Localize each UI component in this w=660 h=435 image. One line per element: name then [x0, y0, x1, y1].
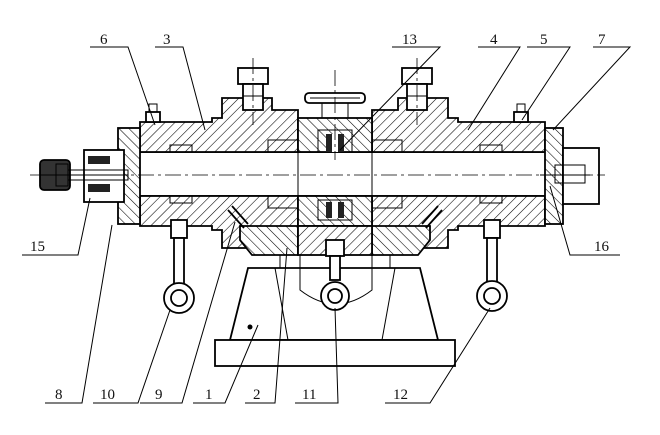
- main-shaft: [104, 151, 561, 197]
- callout-1: 1: [205, 387, 213, 403]
- callout-6: 6: [100, 32, 108, 48]
- screw-right-top: [513, 103, 529, 123]
- top-nozzle-right: [401, 58, 433, 125]
- callout-15: 15: [30, 239, 45, 255]
- callout-2: 2: [253, 387, 261, 403]
- leader-lines: [22, 46, 632, 404]
- central-gear-block: [297, 70, 373, 227]
- seal-right: [421, 205, 443, 229]
- callout-4: 4: [490, 32, 498, 48]
- callout-labels: 6 3 13 4 5 7 15 16 8 10 9 1 2 11 12: [30, 32, 610, 403]
- callout-8: 8: [55, 387, 63, 403]
- callout-13: 13: [402, 32, 417, 48]
- right-end-cap: [540, 127, 600, 225]
- top-nozzle-left: [237, 58, 269, 125]
- callout-12: 12: [393, 387, 408, 403]
- seal-left: [227, 205, 249, 229]
- eye-bolt-left: [163, 219, 195, 314]
- callout-3: 3: [163, 32, 171, 48]
- left-end-cap: [39, 127, 141, 225]
- callout-7: 7: [598, 32, 606, 48]
- callout-16: 16: [594, 239, 610, 255]
- eye-bolt-right: [476, 219, 508, 312]
- callout-5: 5: [540, 32, 548, 48]
- callout-10: 10: [100, 387, 115, 403]
- callout-9: 9: [155, 387, 163, 403]
- callout-11: 11: [302, 387, 316, 403]
